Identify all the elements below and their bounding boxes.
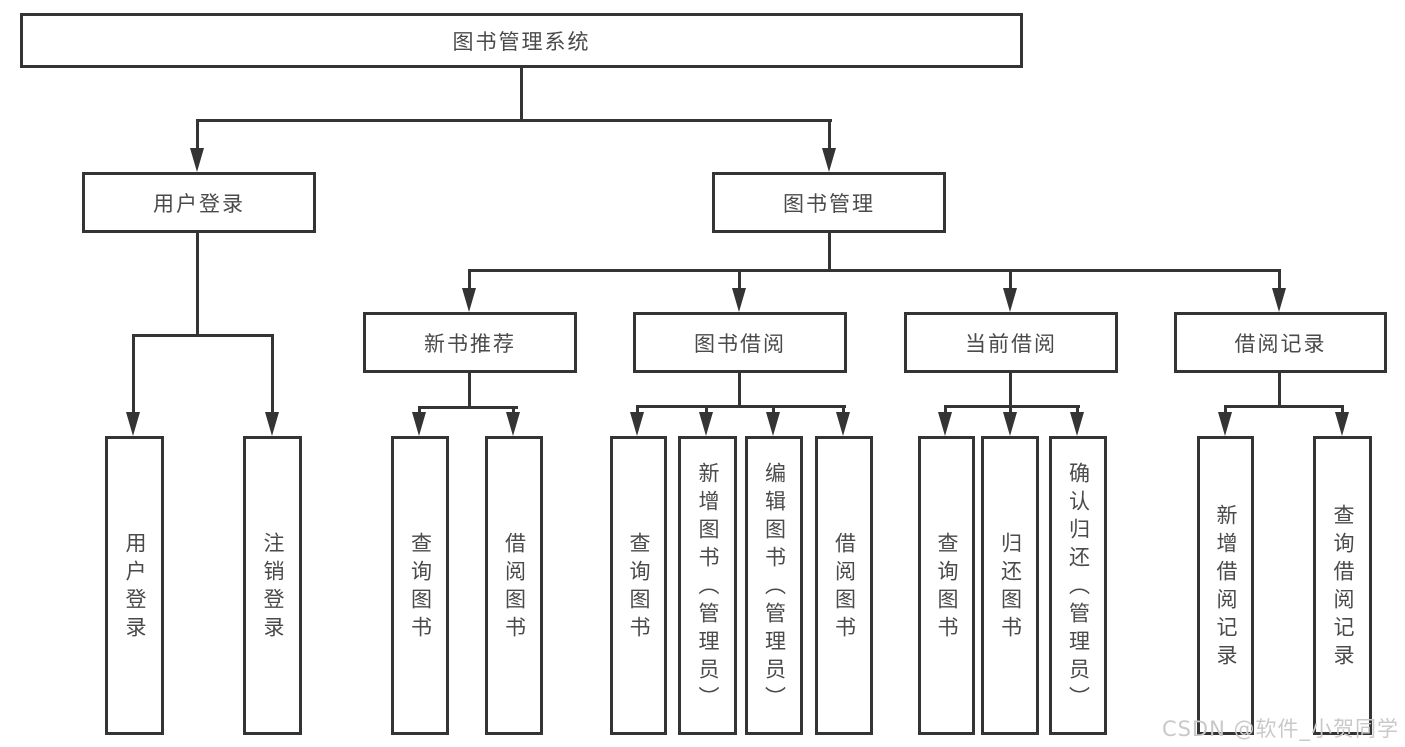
leaf-edit-book-admin: 编辑图书（管理员） (745, 436, 803, 735)
leaf-confirm-return-admin: 确认归还（管理员） (1049, 436, 1107, 735)
node-label: 编辑图书（管理员） (762, 461, 787, 714)
connector-leaf-stem (705, 405, 708, 415)
arrow-down-icon (699, 412, 713, 436)
connector-records-down (1278, 373, 1281, 407)
node-label: 新增借阅记录 (1214, 503, 1238, 672)
node-label: 确认归还（管理员） (1066, 461, 1091, 714)
node-new-book-recommend: 新书推荐 (363, 312, 577, 373)
node-label: 当前借阅 (965, 331, 1057, 356)
connector-recommend-rail (418, 406, 518, 409)
node-label: 查询图书 (935, 531, 959, 644)
arrow-down-icon (1070, 412, 1084, 436)
node-label: 注销登录 (261, 531, 285, 644)
arrow-down-icon (732, 288, 746, 312)
node-label: 借阅图书 (832, 531, 857, 644)
arrow-down-icon (126, 412, 140, 436)
arrow-down-icon (766, 412, 780, 436)
connector-user-login-down (196, 233, 199, 337)
node-label: 查询图书 (408, 531, 433, 644)
node-label: 归还图书 (998, 531, 1023, 644)
leaf-user-login: 用户登录 (105, 436, 164, 735)
leaf-query-books-recommend: 查询图书 (391, 436, 449, 735)
arrow-down-icon (506, 412, 520, 436)
leaf-query-books-borrowing: 查询图书 (610, 436, 667, 735)
connector-leaf-stem (1341, 405, 1344, 415)
connector-book-mgmt-stem (828, 119, 831, 151)
node-label: 新书推荐 (424, 331, 516, 356)
leaf-query-books-current: 查询图书 (918, 436, 975, 735)
arrow-down-icon (822, 148, 836, 172)
node-label: 借阅图书 (502, 531, 527, 644)
connector-root-stem (520, 68, 523, 120)
leaf-logout: 注销登录 (243, 436, 302, 735)
connector-leaf-stem (512, 406, 515, 416)
arrow-down-icon (462, 288, 476, 312)
connector-borrowing-down (738, 373, 741, 408)
leaf-add-borrow-record: 新增借阅记录 (1197, 436, 1254, 735)
arrow-down-icon (938, 412, 952, 436)
node-label: 借阅记录 (1234, 331, 1327, 356)
arrow-down-icon (1335, 412, 1349, 436)
arrow-down-icon (1218, 412, 1232, 436)
connector-leaf-stem (1009, 405, 1012, 415)
csdn-watermark: CSDN @软件_小贺同学 (1161, 717, 1399, 741)
connector-leaf-stem (944, 405, 947, 415)
connector-book-mgmt-down (828, 233, 831, 271)
leaf-query-borrow-record: 查询借阅记录 (1313, 436, 1372, 735)
node-borrowing-records: 借阅记录 (1174, 312, 1387, 373)
node-label: 图书借阅 (694, 331, 786, 356)
connector-leaf-stem (842, 405, 845, 415)
connector-leaf-stem (418, 406, 421, 416)
arrow-down-icon (1272, 288, 1286, 312)
connector-branch-stem (738, 269, 741, 291)
node-book-borrowing: 图书借阅 (633, 312, 847, 373)
connector-borrowing-rail (636, 405, 846, 408)
node-library-system: 图书管理系统 (20, 13, 1023, 68)
node-label: 图书管理 (783, 191, 875, 216)
connector-current-rail (944, 405, 1080, 408)
arrow-down-icon (630, 412, 644, 436)
connector-leaf-stem (1076, 405, 1079, 415)
arrow-down-icon (412, 412, 426, 436)
connector-records-rail (1224, 405, 1344, 408)
connector-leaf-stem (772, 405, 775, 415)
connector-user-login-rail (132, 334, 274, 337)
connector-branch-stem (468, 269, 471, 291)
node-label: 用户登录 (153, 191, 245, 216)
connector-leaf-stem (1224, 405, 1227, 415)
connector-user-login-stem (196, 119, 199, 151)
connector-leaf-stem (271, 334, 274, 414)
arrow-down-icon (836, 412, 850, 436)
connector-current-down (1009, 373, 1012, 407)
connector-leaf-stem (636, 405, 639, 415)
node-current-borrowing: 当前借阅 (904, 312, 1118, 373)
node-user-login: 用户登录 (82, 172, 316, 233)
node-label: 新增图书（管理员） (696, 461, 720, 714)
leaf-borrow-books-recommend: 借阅图书 (485, 436, 543, 735)
arrow-down-icon (265, 412, 279, 436)
node-label: 查询借阅记录 (1331, 503, 1355, 672)
connector-leaf-stem (132, 334, 135, 414)
connector-branch-stem (1009, 269, 1012, 291)
arrow-down-icon (190, 148, 204, 172)
node-book-management: 图书管理 (712, 172, 946, 233)
arrow-down-icon (1003, 412, 1017, 436)
leaf-borrow-books-borrowing: 借阅图书 (815, 436, 873, 735)
connector-recommend-down (468, 373, 471, 409)
connector-root-rail (196, 119, 832, 122)
arrow-down-icon (1003, 288, 1017, 312)
connector-branch-stem (1278, 269, 1281, 291)
node-label: 查询图书 (627, 531, 651, 644)
leaf-return-books: 归还图书 (981, 436, 1039, 735)
connector-book-mgmt-rail (468, 269, 1281, 272)
node-label: 图书管理系统 (452, 29, 591, 54)
node-label: 用户登录 (123, 531, 147, 644)
leaf-add-book-admin: 新增图书（管理员） (678, 436, 737, 735)
